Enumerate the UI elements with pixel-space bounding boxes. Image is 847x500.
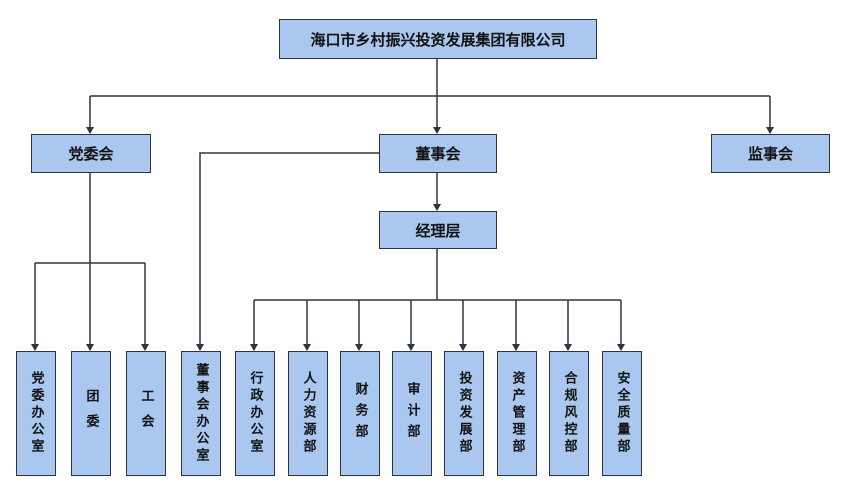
management-label: 经理层 [415,221,461,240]
department-node: 投资发展部 [444,351,484,476]
department-label: 资产管理部 [509,371,525,456]
department-label: 行政办公室 [247,371,263,456]
board-office-node: 董事会办公室 [181,351,221,476]
department-node: 审计部 [392,351,432,476]
department-label: 投资发展部 [456,371,472,456]
department-label: 合规风控部 [561,371,577,456]
department-node: 人力资源部 [288,351,328,476]
board-of-directors-node: 董事会 [379,134,497,173]
party-committee-node: 党委会 [31,134,151,173]
department-node: 财务部 [340,351,380,476]
department-node: 安全质量部 [602,351,642,476]
root-company-node: 海口市乡村振兴投资发展集团有限公司 [279,19,597,59]
board-office-label: 董事会办公室 [193,362,209,465]
party-committee-label: 党委会 [68,145,114,163]
department-label: 人力资源部 [300,371,316,456]
supervisory-board-label: 监事会 [747,145,793,163]
department-node: 行政办公室 [235,351,275,476]
department-label: 审计部 [404,382,420,445]
management-node: 经理层 [379,211,497,249]
youth-league-label: 团委 [83,388,99,439]
connector-to-board-office [196,152,379,351]
youth-league-node: 团委 [71,351,111,476]
supervisory-board-node: 监事会 [711,134,830,173]
department-label: 财务部 [352,382,368,445]
department-node: 资产管理部 [497,351,537,476]
trade-union-node: 工会 [126,351,166,476]
department-node: 合规风控部 [549,351,589,476]
department-label: 安全质量部 [614,371,630,456]
root-company-label: 海口市乡村振兴投资发展集团有限公司 [310,30,566,49]
party-office-node: 党委办公室 [16,351,56,476]
trade-union-label: 工会 [138,388,154,439]
party-office-label: 党委办公室 [28,371,44,456]
board-of-directors-label: 董事会 [415,145,461,163]
